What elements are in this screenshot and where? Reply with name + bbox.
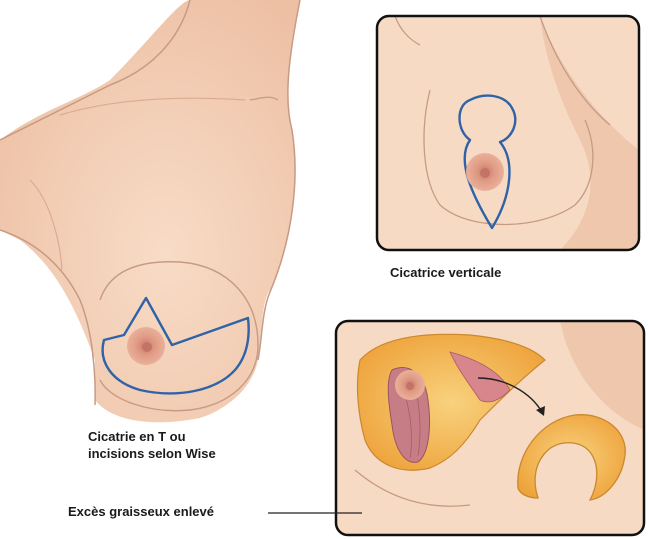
fat-inset-nipple <box>406 382 414 390</box>
vertical-scar-inset <box>377 16 639 250</box>
t-scar-label-line1: Cicatrie en T ou <box>88 428 186 445</box>
fat-removed-label: Excès graisseux enlevé <box>68 503 214 520</box>
nipple <box>142 342 152 352</box>
torso-illustration <box>0 0 300 422</box>
t-scar-label-line2: incisions selon Wise <box>88 445 216 462</box>
vertical-scar-label: Cicatrice verticale <box>390 264 501 281</box>
fat-removal-inset <box>336 321 644 535</box>
inset-nipple <box>480 168 490 178</box>
